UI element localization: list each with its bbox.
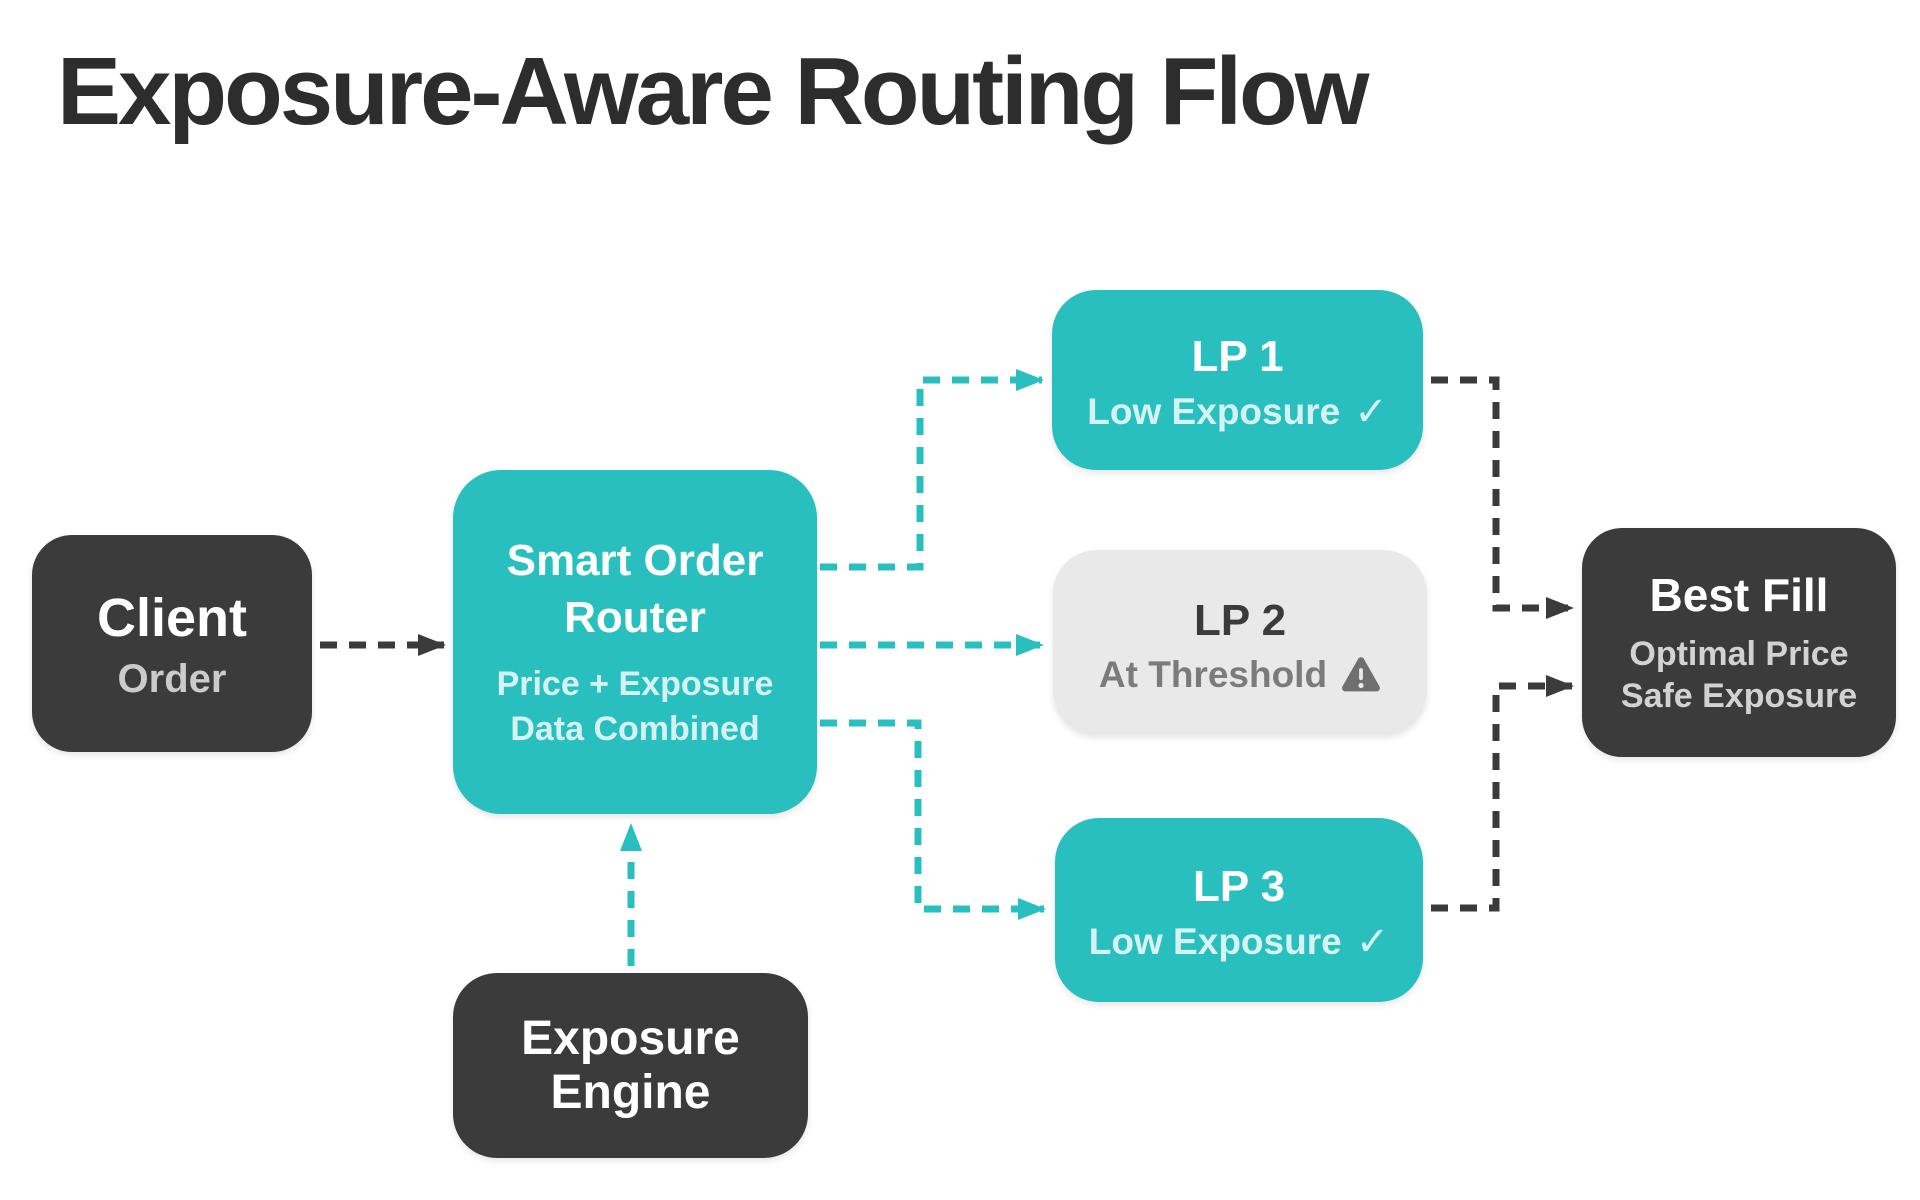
arrow-lp3-to-bestfill [1431,675,1574,912]
node-best-fill-title: Best Fill [1649,569,1829,622]
page-title: Exposure-Aware Routing Flow [57,38,1369,145]
node-exposure-engine: Exposure Engine [453,973,808,1158]
check-icon: ✓ [1355,919,1390,964]
node-lp3-title: LP 3 [1192,861,1286,911]
node-lp2-status-label: At Threshold [1098,653,1328,695]
node-best-fill-subtitle-line1: Optimal Price [1629,634,1849,673]
arrow-lp1-to-bestfill [1431,376,1574,619]
node-lp3-status: Low Exposure ✓ [1089,922,1389,962]
node-lp3: LP 3 Low Exposure ✓ [1055,818,1423,1002]
node-lp1-status: Low Exposure ✓ [1087,392,1387,432]
node-best-fill-subtitle-line2: Safe Exposure [1620,677,1858,716]
node-smart-order-router: Smart Order Router Price + Exposure Data… [453,470,817,814]
node-best-fill: Best Fill Optimal Price Safe Exposure [1582,528,1896,757]
node-router-subtitle: Price + Exposure Data Combined [496,665,774,749]
node-router-title: Smart Order Router [506,535,764,643]
node-lp3-status-label: Low Exposure [1088,921,1342,962]
arrow-router-to-lp3 [820,719,1046,920]
arrow-router-to-lp1 [820,369,1044,571]
node-lp2-status: At Threshold [1099,656,1381,693]
node-lp2-title: LP 2 [1193,595,1287,645]
node-lp1: LP 1 Low Exposure ✓ [1052,290,1423,470]
node-lp2: LP 2 At Threshold [1053,550,1427,735]
node-engine-title: Exposure Engine [521,1011,740,1119]
node-client-title: Client [96,588,247,649]
node-lp1-title: LP 1 [1191,331,1284,381]
node-client: Client Order [32,535,312,752]
check-icon: ✓ [1354,389,1388,434]
node-lp1-status-label: Low Exposure [1087,391,1341,432]
warning-icon [1342,656,1381,691]
node-best-fill-subtitle: Optimal Price Safe Exposure [1621,633,1857,718]
node-client-subtitle: Order [117,656,227,701]
